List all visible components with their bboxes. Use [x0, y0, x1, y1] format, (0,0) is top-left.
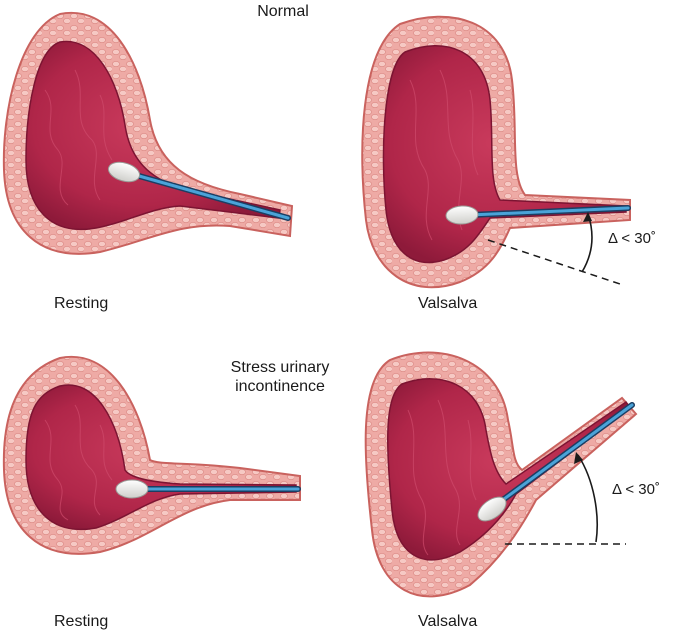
heading-normal: Normal — [257, 3, 309, 20]
heading-sui-line2: incontinence — [235, 378, 325, 395]
angle-label-normal: Δ < 30˚ — [608, 230, 656, 247]
lumen-folds — [44, 404, 113, 521]
angle-arc — [577, 454, 598, 543]
panel-normal-resting — [2, 11, 294, 255]
bladder-lumen — [386, 378, 632, 561]
lumen-folds — [44, 69, 113, 206]
panel-normal-valsalva — [361, 15, 631, 289]
swab-shaft-highlight — [498, 403, 634, 504]
cotton-tip — [115, 479, 149, 499]
arrowhead-icon — [583, 212, 592, 222]
lumen-folds — [407, 399, 477, 556]
heading-sui-line1: Stress urinary — [230, 359, 330, 376]
lumen-folds — [409, 69, 479, 241]
panel-sui-valsalva — [364, 351, 638, 598]
cotton-tip — [107, 161, 141, 183]
bladder-lumen — [25, 40, 281, 231]
arrowhead-icon — [574, 452, 583, 464]
panel-sui-resting — [2, 355, 301, 555]
swab-shaft-highlight — [468, 206, 630, 217]
bladder-lumen — [25, 384, 297, 531]
swab-shaft-highlight — [130, 172, 290, 220]
angle-label-sui: Δ < 30˚ — [612, 481, 660, 498]
cotton-tip — [477, 496, 507, 522]
caption-sui-valsalva: Valsalva — [418, 613, 478, 630]
caption-normal-resting: Resting — [54, 295, 109, 312]
caption-sui-resting: Resting — [54, 613, 109, 630]
heading-sui: Stress urinary incontinence — [200, 358, 360, 396]
cotton-tip — [445, 205, 479, 225]
caption-normal-valsalva: Valsalva — [418, 295, 478, 312]
reference-dashed-line — [487, 239, 621, 285]
